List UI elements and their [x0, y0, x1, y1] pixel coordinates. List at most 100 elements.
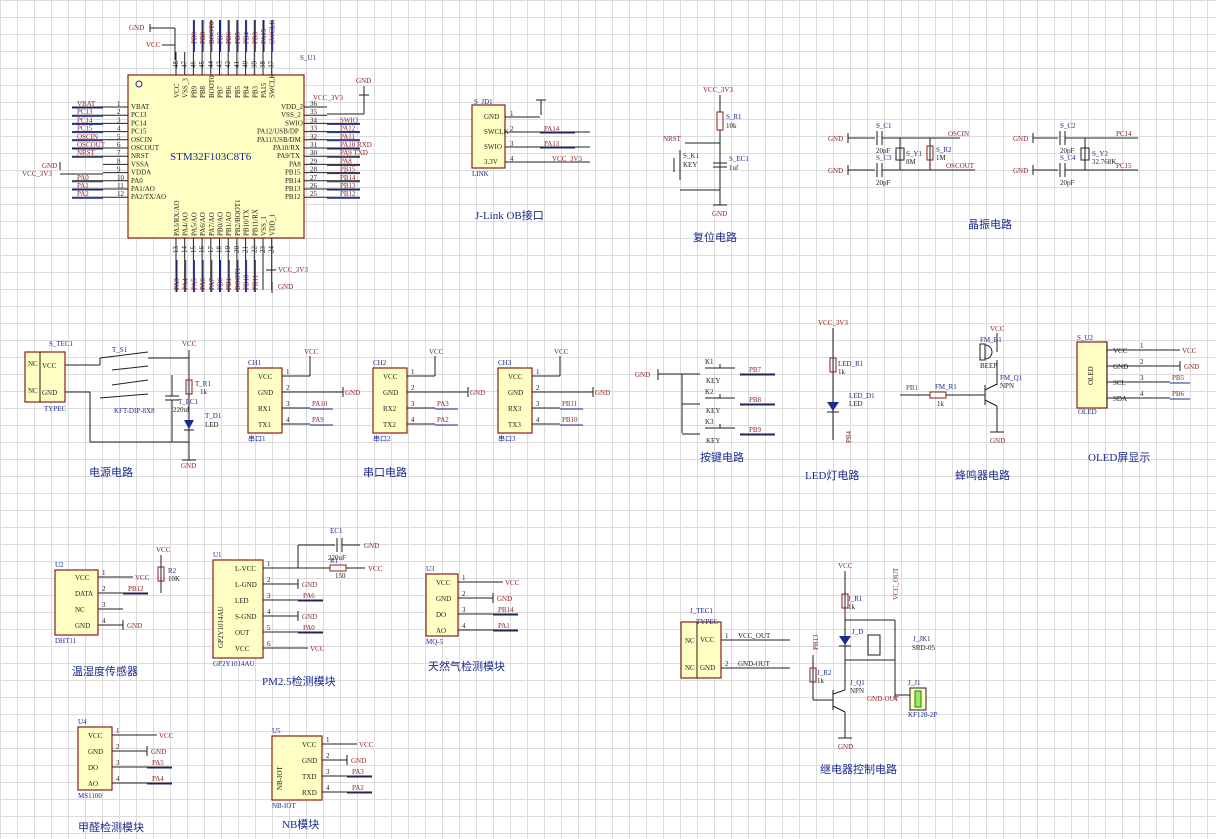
- power-pin2: GND: [42, 389, 57, 397]
- mcu-net-label: PB13: [340, 182, 356, 190]
- crystal-circuit[interactable]: GND S_C1 20pF OSCIN GND S_C3 20pF OSCOUT…: [828, 122, 1138, 231]
- module-pin-num: 5: [267, 624, 271, 632]
- oled-pin-num: 2: [1140, 358, 1144, 366]
- mcu-pin-name: PB5: [234, 85, 242, 98]
- mcu-net-label: PA9 TXD: [340, 149, 368, 157]
- mcu-pin-name: PC13: [131, 111, 147, 119]
- mcu-pin-name: PA0: [131, 177, 143, 185]
- mcu-pin-num: 14: [181, 246, 189, 254]
- mcu-bottom-pins: 13PA3/RX/AOPA314PA4/AOPA415PA5/AOPA516PA…: [172, 199, 277, 292]
- module-part-vertical: NB-IOT: [276, 766, 284, 790]
- module-pin-num: 1: [267, 560, 271, 568]
- uart-pin-num: 2: [536, 384, 540, 392]
- module-pin-num: 1: [102, 569, 106, 577]
- xtal-c3: S_C3: [876, 154, 892, 162]
- key-net: PB9: [749, 426, 762, 434]
- mcu-pin-name: VDD_1: [269, 213, 277, 236]
- mcu-pin-name: PC15: [131, 128, 147, 136]
- mcu-pin-name: PB12: [285, 193, 301, 201]
- module-pin-name: S-GND: [235, 613, 256, 621]
- jlink-title: J-Link OB接口: [475, 209, 544, 222]
- mcu-net-label: PA8: [340, 157, 352, 165]
- buzzer-circuit[interactable]: VCC FM_B1 BEEP FM_Q1 NPN PB1 FM_R1 1k GN…: [900, 325, 1023, 482]
- mcu-pin-num: 8: [117, 157, 121, 165]
- module-net: VCC: [505, 579, 520, 587]
- relay-q: J_Q1: [850, 679, 865, 687]
- uart-ref: CH2: [373, 359, 387, 367]
- led-d-val: LED: [849, 400, 863, 408]
- module-ref: U2: [55, 561, 64, 569]
- mcu-pin-name: PB9: [190, 85, 198, 98]
- uart-net: GND: [595, 389, 610, 397]
- mcu-pin-name: VBAT: [131, 103, 150, 111]
- mcu-pin-num: 26: [310, 182, 318, 190]
- module-pin-num: 2: [116, 743, 120, 751]
- keys-title: 按键电路: [700, 450, 744, 464]
- module-pin-name: DO: [436, 611, 446, 619]
- relay-title: 继电器控制电路: [820, 762, 897, 776]
- module-pin-num: 2: [326, 752, 330, 760]
- mcu-pin-name: OSCOUT: [131, 144, 160, 152]
- module-net: GND: [497, 595, 512, 603]
- key-net: PB7: [749, 366, 762, 374]
- key-val: KEY: [706, 407, 720, 415]
- power-gnd: GND: [181, 462, 196, 470]
- module-pin-name: GND: [302, 757, 317, 765]
- mcu-pin-name: VSS_1: [260, 216, 268, 236]
- mcu-pin-name: VCC: [173, 83, 181, 98]
- mcu-net-label: OSCOUT: [77, 141, 106, 149]
- buzzer-val: BEEP: [980, 362, 997, 370]
- mcu-pin-name: PA4/AO: [182, 212, 190, 236]
- oled-part-bottom: OLED: [1078, 408, 1097, 416]
- mcu-symbol[interactable]: STM32F103C8T6 S_U1: [127, 54, 316, 239]
- mcu-pin-name: PA2/TX/AO: [131, 193, 166, 201]
- jlink-ref: S_JD1: [474, 98, 493, 106]
- relay-jkv: SRD-05: [912, 644, 935, 652]
- uart-pin-num: 3: [286, 400, 290, 408]
- relay-vcc-out: VCC_OUT: [738, 632, 771, 640]
- power-circuit[interactable]: S_TEC1 TYPEC VCC GND NC NC T_S1 KFT-DIP-…: [24, 340, 222, 479]
- relay-r2: J_R2: [817, 669, 832, 677]
- relay-circuit[interactable]: J_TEC1 TYPEC VCC GND NC NC VCC_OUT GND-O…: [680, 562, 937, 776]
- module-net: PB12: [128, 585, 144, 593]
- relay-tec-gnd: GND: [700, 664, 715, 672]
- module-pin-num: 4: [116, 775, 120, 783]
- led-circuit[interactable]: VCC_3V3 LED_R1 1k LED_D1 LED PB4 LED灯电路: [805, 319, 875, 482]
- mcu-pin-name: PA12/USB/DP: [257, 128, 299, 136]
- mcu-pin-num: 6: [117, 141, 121, 149]
- module-pin-name: AO: [88, 780, 98, 788]
- nbiot-title: NB模块: [282, 818, 319, 831]
- mcu-pin-name: PB0/AO: [217, 212, 225, 236]
- mcu-pin-num: 23: [259, 246, 267, 254]
- pm25-r-vcc: VCC: [368, 565, 383, 573]
- mcu-pin-name: PB1/AO: [225, 212, 233, 236]
- power-cap-val: 220uf: [173, 406, 190, 414]
- relay-qv: NPN: [850, 687, 864, 695]
- xtal-r2v: 1M: [936, 154, 947, 162]
- mcu-pin-num: 3: [117, 116, 121, 124]
- uart-pin-num: 3: [536, 400, 540, 408]
- reset-circuit[interactable]: VCC_3V3 S_R1 10k NRST S_K1 KEY S_EC1 1uf…: [663, 86, 749, 244]
- mcu-pin-num: 1: [117, 100, 121, 108]
- mcu-pin-name: PB15: [285, 169, 301, 177]
- reset-sw-ref: S_K1: [683, 152, 699, 160]
- dht-r-val: 10K: [168, 575, 180, 583]
- oled-net: PB6: [1172, 390, 1185, 398]
- power-pin1: VCC: [42, 362, 57, 370]
- mcu-pin-num: 9: [117, 166, 121, 174]
- mcu-net-label: PC13: [77, 108, 93, 116]
- mcu-pin-name: PA6/AO: [199, 212, 207, 236]
- xtal-c2: S_C2: [1060, 122, 1076, 130]
- module-ref: U3: [426, 565, 435, 573]
- jlink-pin-name: GND: [484, 113, 499, 121]
